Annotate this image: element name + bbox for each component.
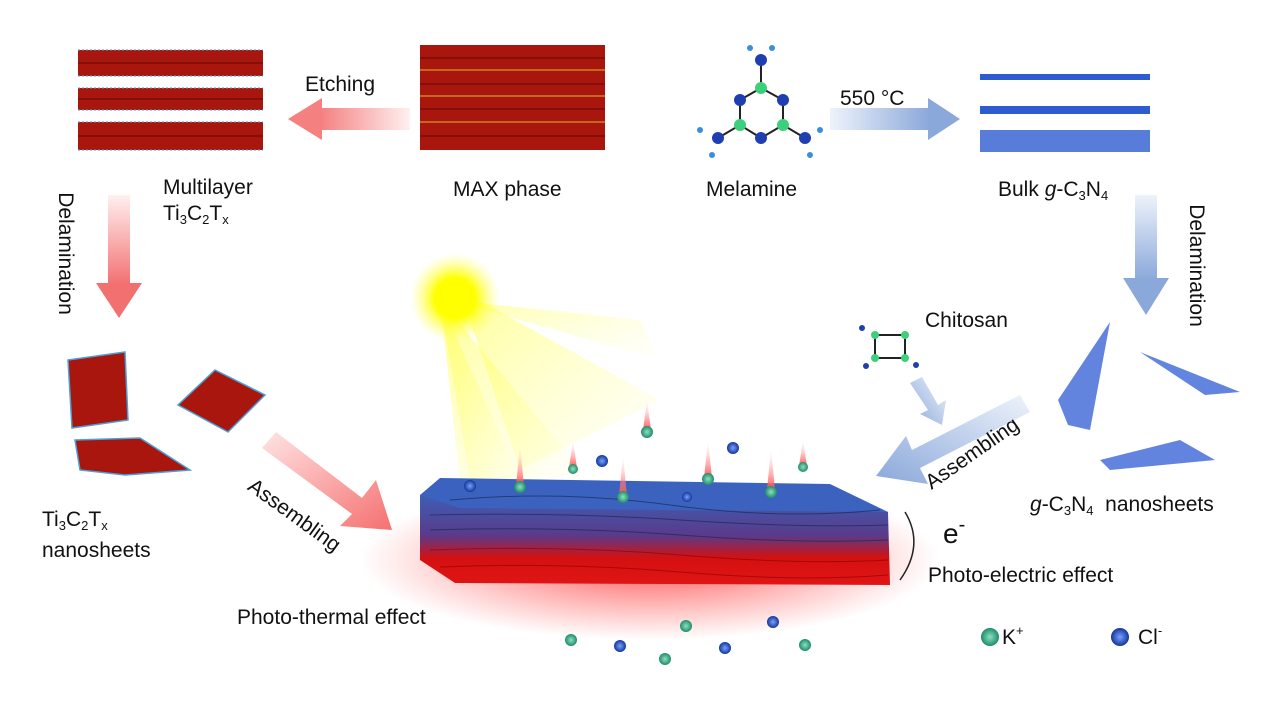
legend-cl-label: Cl- bbox=[1138, 623, 1163, 649]
bulk-gc3n4-label: Bulk g-C3N4 bbox=[998, 178, 1109, 203]
k-ions bbox=[514, 426, 811, 665]
etching-label: Etching bbox=[305, 73, 376, 96]
assembling-right-arrow bbox=[876, 395, 1030, 484]
legend-k-icon bbox=[981, 628, 999, 646]
delamination-right-arrow bbox=[1123, 195, 1169, 315]
ti3c2tx-nanosheets-formula: Ti3C2Tx bbox=[42, 508, 108, 533]
melamine-label: Melamine bbox=[706, 178, 798, 201]
legend-k-label: K+ bbox=[1002, 623, 1024, 649]
photo-electric-label: Photo-electric effect bbox=[928, 564, 1114, 587]
electron-label: e- bbox=[943, 514, 966, 549]
melamine-molecule bbox=[697, 45, 823, 158]
chitosan-arrow bbox=[910, 377, 946, 425]
sun-icon bbox=[410, 253, 660, 480]
gc3n4-nanosheets-label: g-C3N4 nanosheets bbox=[1030, 493, 1214, 518]
photo-thermal-label: Photo-thermal effect bbox=[237, 606, 426, 629]
legend-cl-icon bbox=[1111, 628, 1129, 646]
multilayer-ti3c2tx-structure bbox=[78, 49, 263, 151]
delamination-right-label: Delamination bbox=[1184, 204, 1208, 327]
membrane-stack bbox=[360, 478, 940, 640]
delamination-left-label: Delamination bbox=[53, 192, 77, 315]
electron-transfer-arrow bbox=[899, 511, 915, 581]
bulk-gc3n4-structure bbox=[980, 74, 1150, 152]
chitosan-molecule bbox=[859, 325, 919, 369]
multilayer-label: Multilayer bbox=[163, 176, 253, 199]
ti3c2tx-formula-label: Ti3C2Tx bbox=[163, 202, 229, 227]
max-phase-label: MAX phase bbox=[453, 178, 562, 201]
delamination-left-arrow bbox=[96, 195, 142, 318]
chitosan-label: Chitosan bbox=[925, 309, 1008, 332]
etching-arrow bbox=[288, 98, 410, 140]
assembling-left-arrow bbox=[262, 432, 392, 530]
max-phase-structure bbox=[420, 45, 605, 150]
ti3c2tx-nanosheets-label: nanosheets bbox=[42, 539, 151, 562]
cl-ions bbox=[464, 442, 779, 654]
temperature-label: 550 °C bbox=[840, 87, 905, 110]
ti3c2tx-nanosheets-structure bbox=[67, 351, 267, 476]
flames bbox=[516, 400, 807, 496]
gc3n4-nanosheets-structure bbox=[1058, 322, 1240, 470]
heating-arrow bbox=[830, 98, 960, 140]
